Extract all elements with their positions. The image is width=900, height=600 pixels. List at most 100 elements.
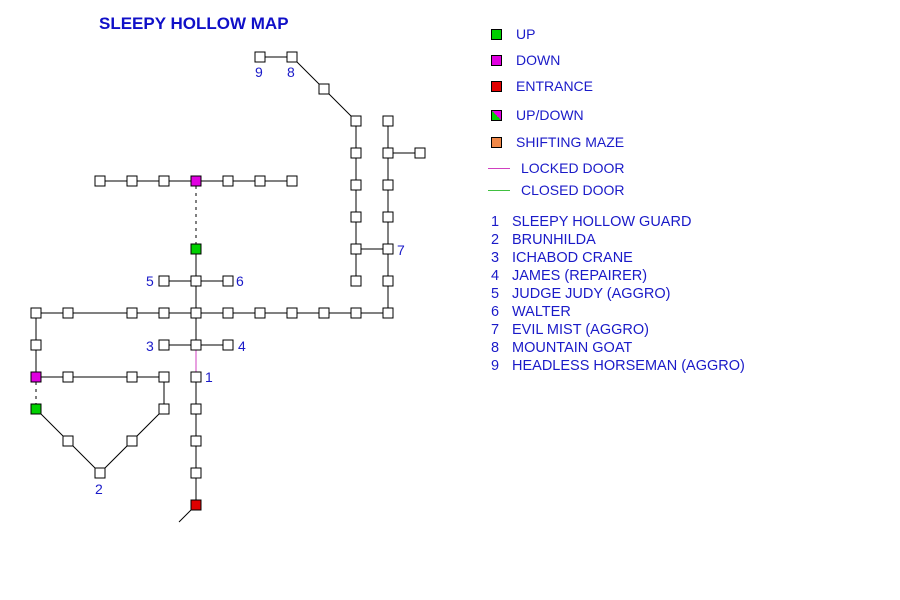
npc-row: 9 HEADLESS HORSEMAN (AGGRO) [491,357,745,375]
npc-name: MOUNTAIN GOAT [512,340,633,356]
room-number-label: 9 [255,64,263,80]
entrance-room [190,499,202,511]
npc-number: 9 [491,358,500,374]
map-room [126,435,138,447]
legend-label-up: UP [516,26,536,42]
down-stairs-room [190,175,202,187]
entrance-square-icon [491,80,502,92]
npc-name: HEADLESS HORSEMAN (AGGRO) [512,358,745,374]
map-room [158,307,170,319]
map-title: SLEEPY HOLLOW MAP [99,14,289,33]
map-room [190,467,202,479]
map-room [126,175,138,187]
map-room [414,147,426,159]
map-room [286,307,298,319]
map-room [30,339,42,351]
map-room [382,179,394,191]
map-room [190,339,202,351]
legend-down: DOWN [491,52,560,68]
map-room [30,307,42,319]
legend-shifting-maze: SHIFTING MAZE [491,134,624,150]
npc-name: ICHABOD CRANE [512,250,633,266]
legend-label-down: DOWN [516,52,561,68]
npc-row: 4 JAMES (REPAIRER) [491,267,745,285]
map-room [158,275,170,287]
map-room [222,339,234,351]
updown-square-icon [491,109,502,121]
map-room [382,275,394,287]
npc-number: 1 [491,214,500,230]
map-room [382,243,394,255]
npc-number: 7 [491,322,500,338]
map-room [158,403,170,415]
down-square-icon [491,54,502,66]
npc-row: 5 JUDGE JUDY (AGGRO) [491,285,745,303]
npc-number: 2 [491,232,500,248]
map-room [350,243,362,255]
map-rooms [30,51,426,511]
map-room [190,275,202,287]
npc-name: BRUNHILDA [512,232,596,248]
legend-closed-door: CLOSED DOOR [488,182,625,198]
npc-row: 8 MOUNTAIN GOAT [491,339,745,357]
legend-label-updown: UP/DOWN [516,107,584,123]
npc-row: 6 WALTER [491,303,745,321]
npc-number: 6 [491,304,500,320]
npc-number: 4 [491,268,500,284]
map-room [126,371,138,383]
map-room [254,175,266,187]
map-room [318,307,330,319]
npc-number: 8 [491,340,500,356]
legend-label-closed-door: CLOSED DOOR [521,182,625,198]
map-room [158,175,170,187]
npc-name: EVIL MIST (AGGRO) [512,322,649,338]
map-room [350,275,362,287]
legend-locked-door: LOCKED DOOR [488,160,625,176]
map-room [350,115,362,127]
npc-row: 7 EVIL MIST (AGGRO) [491,321,745,339]
locked-door-line-icon [488,167,510,169]
map-room [222,275,234,287]
npc-name: JUDGE JUDY (AGGRO) [512,286,671,302]
down-stairs-room [30,371,42,383]
map-room [158,371,170,383]
map-room [222,175,234,187]
map-room [158,339,170,351]
up-stairs-room [190,243,202,255]
room-number-label: 3 [146,338,154,354]
map-room [254,51,266,63]
map-room [190,307,202,319]
map-room [126,307,138,319]
shifting-maze-square-icon [491,136,502,148]
npc-name: WALTER [512,304,571,320]
map-room [286,51,298,63]
map-room [286,175,298,187]
map-room [62,435,74,447]
legend-up: UP [491,26,535,42]
map-room [62,307,74,319]
legend-label-entrance: ENTRANCE [516,78,594,94]
legend-updown: UP/DOWN [491,107,584,123]
npc-number: 5 [491,286,500,302]
legend-label-locked-door: LOCKED DOOR [521,160,625,176]
map-room [382,307,394,319]
room-number-label: 8 [287,64,295,80]
map-room [254,307,266,319]
room-number-label: 4 [238,338,246,354]
npc-row: 2 BRUNHILDA [491,231,745,249]
map-room [190,403,202,415]
map-room [350,307,362,319]
legend-label-shifting-maze: SHIFTING MAZE [516,134,625,150]
room-number-label: 2 [95,481,103,497]
map-room [222,307,234,319]
room-number-label: 6 [236,273,244,289]
npc-name: JAMES (REPAIRER) [512,268,648,284]
room-number-label: 5 [146,273,154,289]
map-room [190,435,202,447]
map-room [350,211,362,223]
map-room [94,467,106,479]
